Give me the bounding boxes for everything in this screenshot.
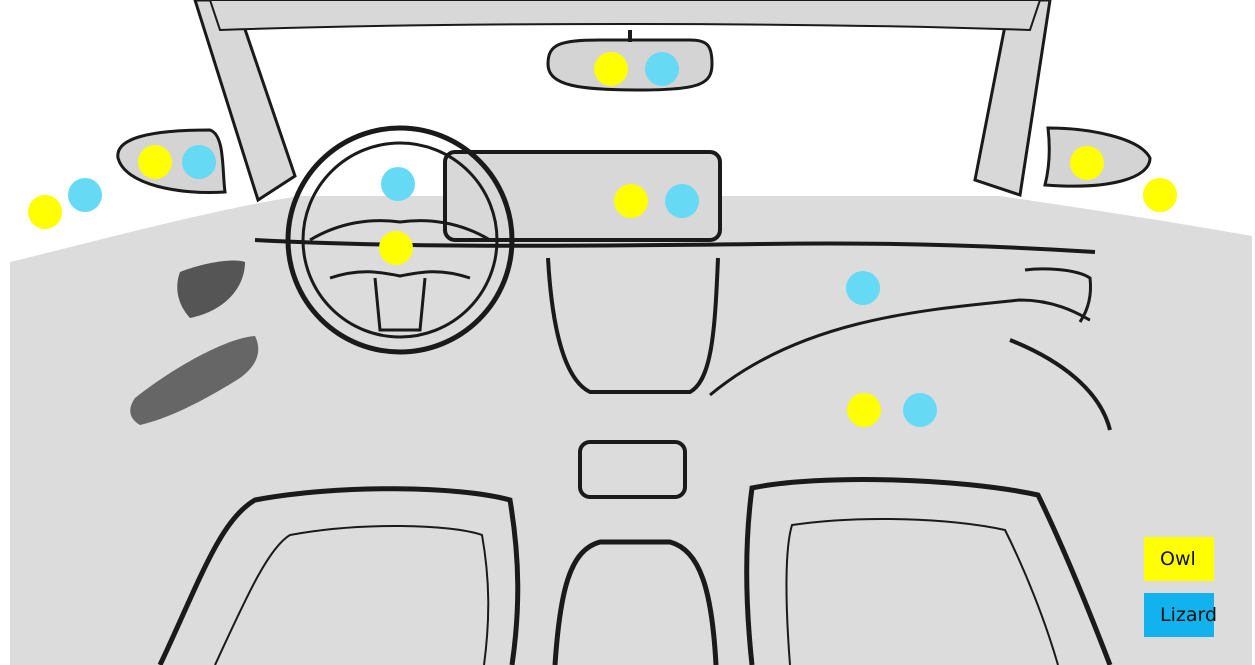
legend-owl: Owl xyxy=(1144,537,1214,581)
lizard-marker-left-mirror xyxy=(182,145,216,179)
lizard-marker-rearview-mirror xyxy=(645,52,679,86)
owl-marker-passenger-lower xyxy=(847,393,881,427)
lizard-marker-left-outside xyxy=(68,178,102,212)
owl-marker-left-mirror xyxy=(138,145,172,179)
rearview-mirror xyxy=(548,40,712,90)
lizard-marker-passenger-lower xyxy=(903,393,937,427)
owl-marker-right-outside xyxy=(1143,178,1177,212)
owl-marker-rearview-mirror xyxy=(594,52,628,86)
legend-lizard: Lizard xyxy=(1144,593,1214,637)
lizard-marker-steering-top xyxy=(381,167,415,201)
owl-marker-left-outside xyxy=(28,195,62,229)
legend-lizard-label: Lizard xyxy=(1160,604,1217,626)
interior-body xyxy=(10,196,1252,665)
lizard-marker-dashboard-screen xyxy=(665,184,699,218)
legend-owl-label: Owl xyxy=(1160,548,1196,570)
owl-marker-right-mirror xyxy=(1070,146,1104,180)
lizard-marker-passenger-dash xyxy=(846,271,880,305)
owl-marker-dashboard-screen xyxy=(614,184,648,218)
owl-marker-steering-center xyxy=(379,231,413,265)
